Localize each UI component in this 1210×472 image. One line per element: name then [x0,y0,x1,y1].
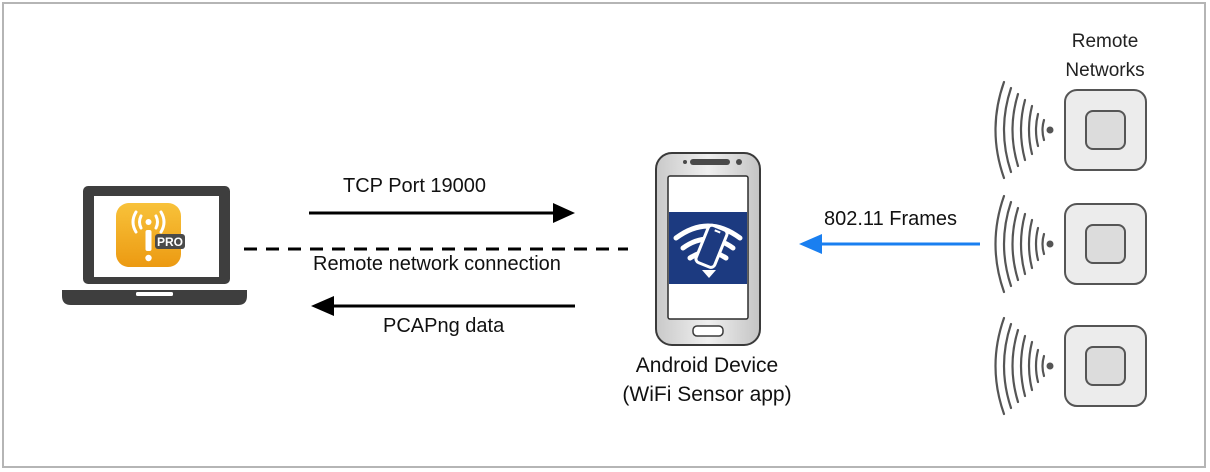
tcp-arrow [309,203,575,223]
access-point-icon [994,316,1147,416]
remote-networks-label: Remote Networks [1050,27,1160,85]
device-label: Android Device (WiFi Sensor app) [597,351,817,409]
frames-label: 802.11 Frames [824,208,958,230]
wifi-sensor-app-icon [669,212,747,284]
access-point-icon [994,194,1147,294]
pcap-arrow [311,296,575,316]
device-label-line1: Android Device [635,354,779,377]
remote-connection-label: Remote network connection [313,253,561,275]
app-pro-badge: PRO [157,235,183,249]
remote-label-line2: Networks [1065,60,1145,81]
tcp-port-label: TCP Port 19000 [343,175,487,197]
wifi-explorer-pro-app-icon: PRO [116,203,185,267]
device-label-line2: (WiFi Sensor app) [622,383,792,406]
pcap-data-label: PCAPng data [383,315,505,337]
remote-label-line1: Remote [1071,31,1139,52]
frames-arrow [799,234,980,254]
access-point-icon [994,80,1147,180]
